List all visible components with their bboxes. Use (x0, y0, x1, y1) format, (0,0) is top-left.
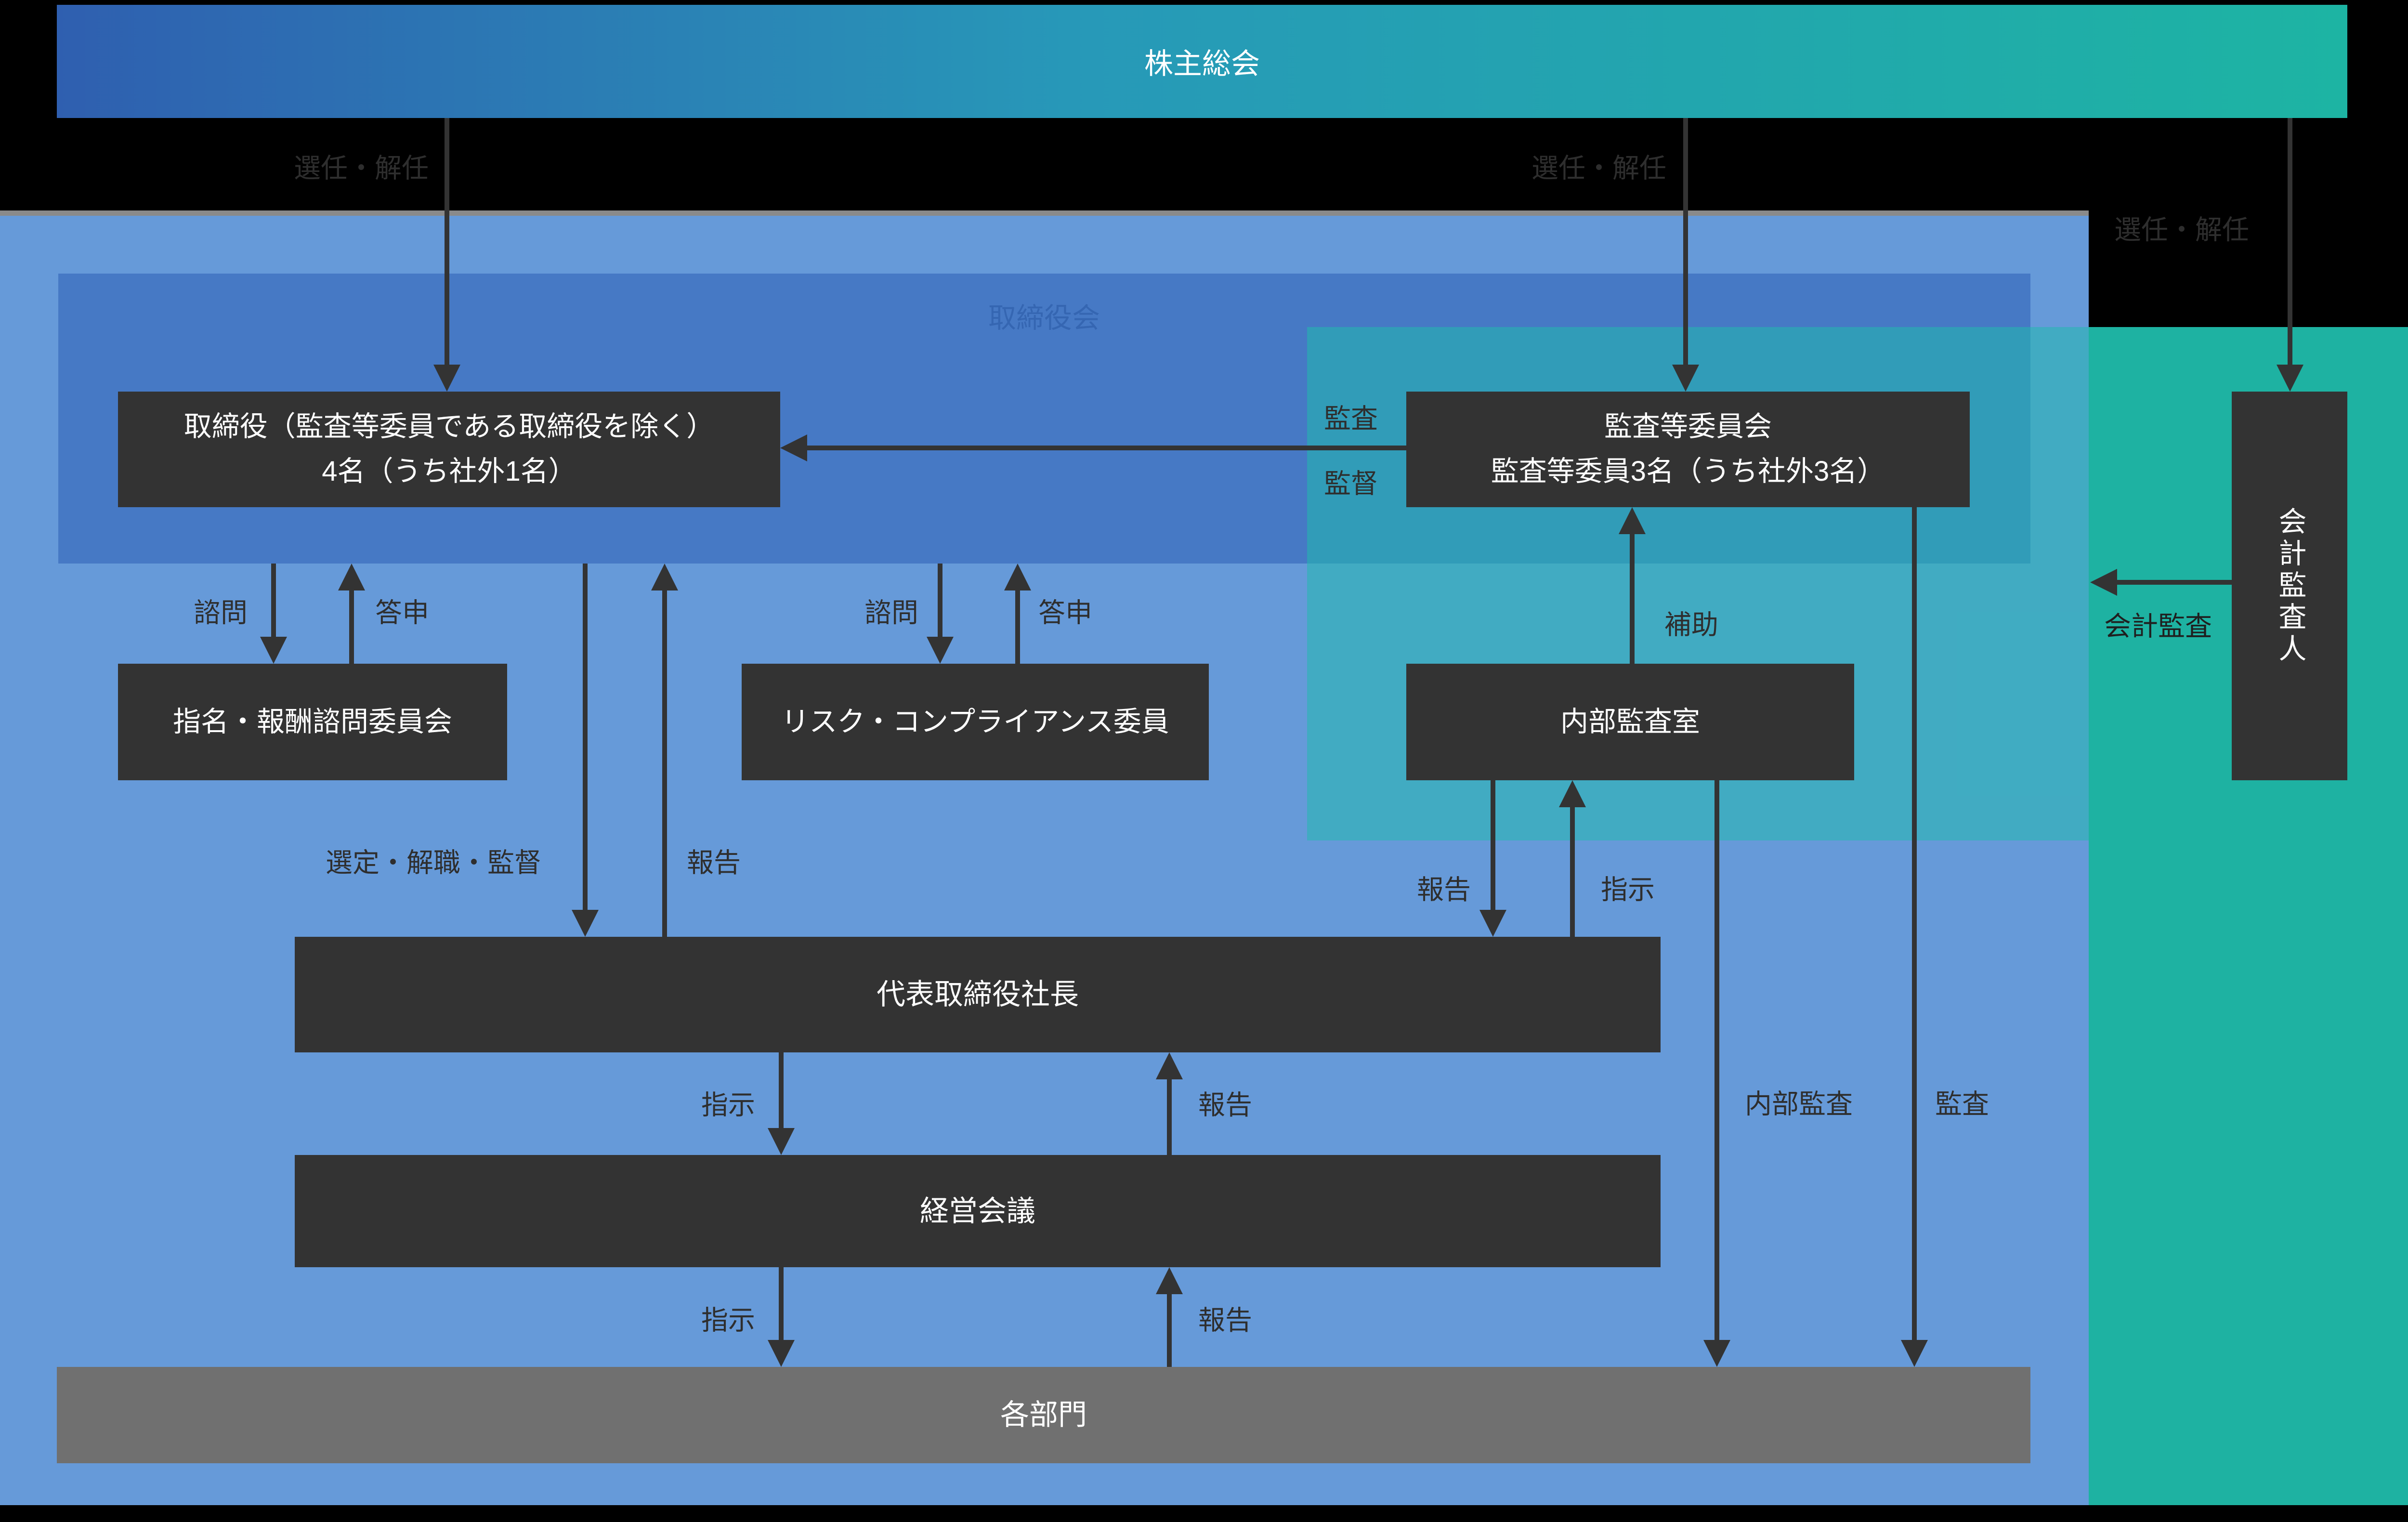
arrow-line-report-management (1167, 1294, 1172, 1367)
arrow-line-select-dismiss-supervise (583, 564, 588, 910)
arrowhead-instruct-management (768, 1128, 795, 1155)
label-assist: 補助 (1664, 609, 1718, 640)
internal-audit-office-box: 内部監査室 (1406, 664, 1854, 780)
arrow-line-consult-nomination (271, 564, 276, 637)
arrowhead-consult-nomination (260, 637, 287, 664)
top-divider-line (0, 210, 2089, 216)
audit-committee-line2: 監査等委員3名（うち社外3名） (1491, 456, 1885, 487)
label-report-management: 報告 (1198, 1305, 1252, 1336)
risk-compliance-committee-label: リスク・コンプライアンス委員 (781, 706, 1169, 737)
arrow-line-audit-supervise (807, 446, 1406, 450)
arrow-line-appoint-auditor (2288, 118, 2292, 365)
risk-compliance-committee-box: リスク・コンプライアンス委員 (742, 664, 1209, 780)
label-accounting-audit: 会計監査 (2104, 611, 2212, 642)
label-answer-risk: 答申 (1038, 597, 1092, 628)
directors-line2: 4名（うち社外1名） (322, 456, 576, 487)
board-of-directors-label: 取締役会 (988, 302, 1100, 334)
arrow-line-answer-risk (1015, 590, 1020, 664)
label-report-to-board: 報告 (687, 847, 741, 878)
label-instruct-departments: 指示 (701, 1305, 755, 1336)
arrow-line-internal-audit (1714, 780, 1719, 1340)
arrowhead-audit-supervise (780, 434, 807, 461)
accounting-auditor-box: 会計監査人 (2232, 392, 2347, 780)
president-box: 代表取締役社長 (295, 937, 1661, 1052)
shareholders-label: 株主総会 (1144, 48, 1260, 80)
label-select-dismiss-supervise: 選定・解職・監督 (326, 847, 541, 878)
audit-committee-box: 監査等委員会 監査等委員3名（うち社外3名） (1406, 392, 1970, 507)
arrow-line-instruct-departments (779, 1267, 784, 1340)
arrowhead-answer-nomination (338, 564, 365, 590)
label-answer-nomination: 答申 (375, 597, 429, 628)
arrow-line-report-president (1167, 1079, 1172, 1155)
management-meeting-box: 経営会議 (295, 1155, 1661, 1267)
arrow-line-report-internal-audit (1491, 780, 1495, 910)
arrow-line-instruct-internal-audit (1570, 807, 1575, 937)
arrowhead-report-president (1156, 1052, 1183, 1079)
label-consult-nomination: 諮問 (194, 597, 248, 628)
nomination-committee-label: 指名・報酬諮問委員会 (172, 706, 452, 737)
arrowhead-internal-audit (1703, 1340, 1730, 1367)
departments-label: 各部門 (1000, 1399, 1087, 1431)
internal-audit-office-label: 内部監査室 (1560, 706, 1700, 737)
label-internal-audit: 内部監査 (1745, 1089, 1853, 1119)
arrowhead-report-management (1156, 1267, 1183, 1294)
arrow-line-consult-risk (938, 564, 942, 637)
label-appoint-dismiss-audit-committee: 選任・解任 (1531, 153, 1666, 184)
arrowhead-assist (1619, 507, 1646, 534)
label-instruct-internal-audit: 指示 (1601, 874, 1655, 905)
arrow-line-audit-departments (1912, 507, 1917, 1340)
arrowhead-consult-risk (927, 637, 954, 664)
arrowhead-appoint-auditor (2277, 365, 2303, 392)
arrow-line-instruct-management (779, 1052, 784, 1128)
arrowhead-appoint-audit-committee (1672, 365, 1699, 392)
directors-line1: 取締役（監査等委員である取締役を除く） (183, 411, 715, 443)
label-instruct-management: 指示 (701, 1089, 755, 1120)
shareholders-banner: 株主総会 (57, 5, 2347, 118)
arrow-line-answer-nomination (349, 590, 354, 664)
departments-box: 各部門 (57, 1367, 2030, 1463)
accounting-auditor-label: 会計監査人 (2274, 506, 2306, 666)
arrowhead-report-internal-audit (1479, 910, 1506, 937)
arrowhead-instruct-departments (768, 1340, 795, 1367)
audit-committee-line1: 監査等委員会 (1604, 411, 1772, 443)
arrow-line-report-to-board (662, 590, 667, 937)
label-appoint-dismiss-auditor: 選任・解任 (2114, 214, 2249, 245)
label-report-internal-audit: 報告 (1417, 874, 1471, 905)
directors-box: 取締役（監査等委員である取締役を除く） 4名（うち社外1名） (118, 392, 780, 507)
arrowhead-report-to-board (651, 564, 678, 590)
arrow-line-assist (1630, 534, 1635, 664)
president-label: 代表取締役社長 (877, 978, 1079, 1010)
label-supervise: 監督 (1324, 468, 1378, 499)
arrowhead-instruct-internal-audit (1559, 780, 1586, 807)
arrowhead-audit-departments (1901, 1340, 1928, 1367)
arrow-line-appoint-audit-committee (1683, 118, 1688, 365)
arrow-line-appoint-directors (445, 118, 449, 365)
arrowhead-accounting-audit (2090, 569, 2117, 596)
label-report-president: 報告 (1198, 1089, 1252, 1120)
management-meeting-label: 経営会議 (920, 1194, 1035, 1227)
label-audit-departments: 監査 (1935, 1089, 1989, 1119)
nomination-committee-box: 指名・報酬諮問委員会 (118, 664, 507, 780)
arrowhead-select-dismiss-supervise (572, 910, 599, 937)
arrowhead-answer-risk (1004, 564, 1031, 590)
arrowhead-appoint-directors (433, 365, 460, 392)
label-consult-risk: 諮問 (864, 597, 918, 628)
label-appoint-dismiss-directors: 選任・解任 (294, 153, 429, 184)
label-audit: 監査 (1324, 403, 1378, 434)
arrow-line-accounting-audit (2117, 580, 2232, 585)
